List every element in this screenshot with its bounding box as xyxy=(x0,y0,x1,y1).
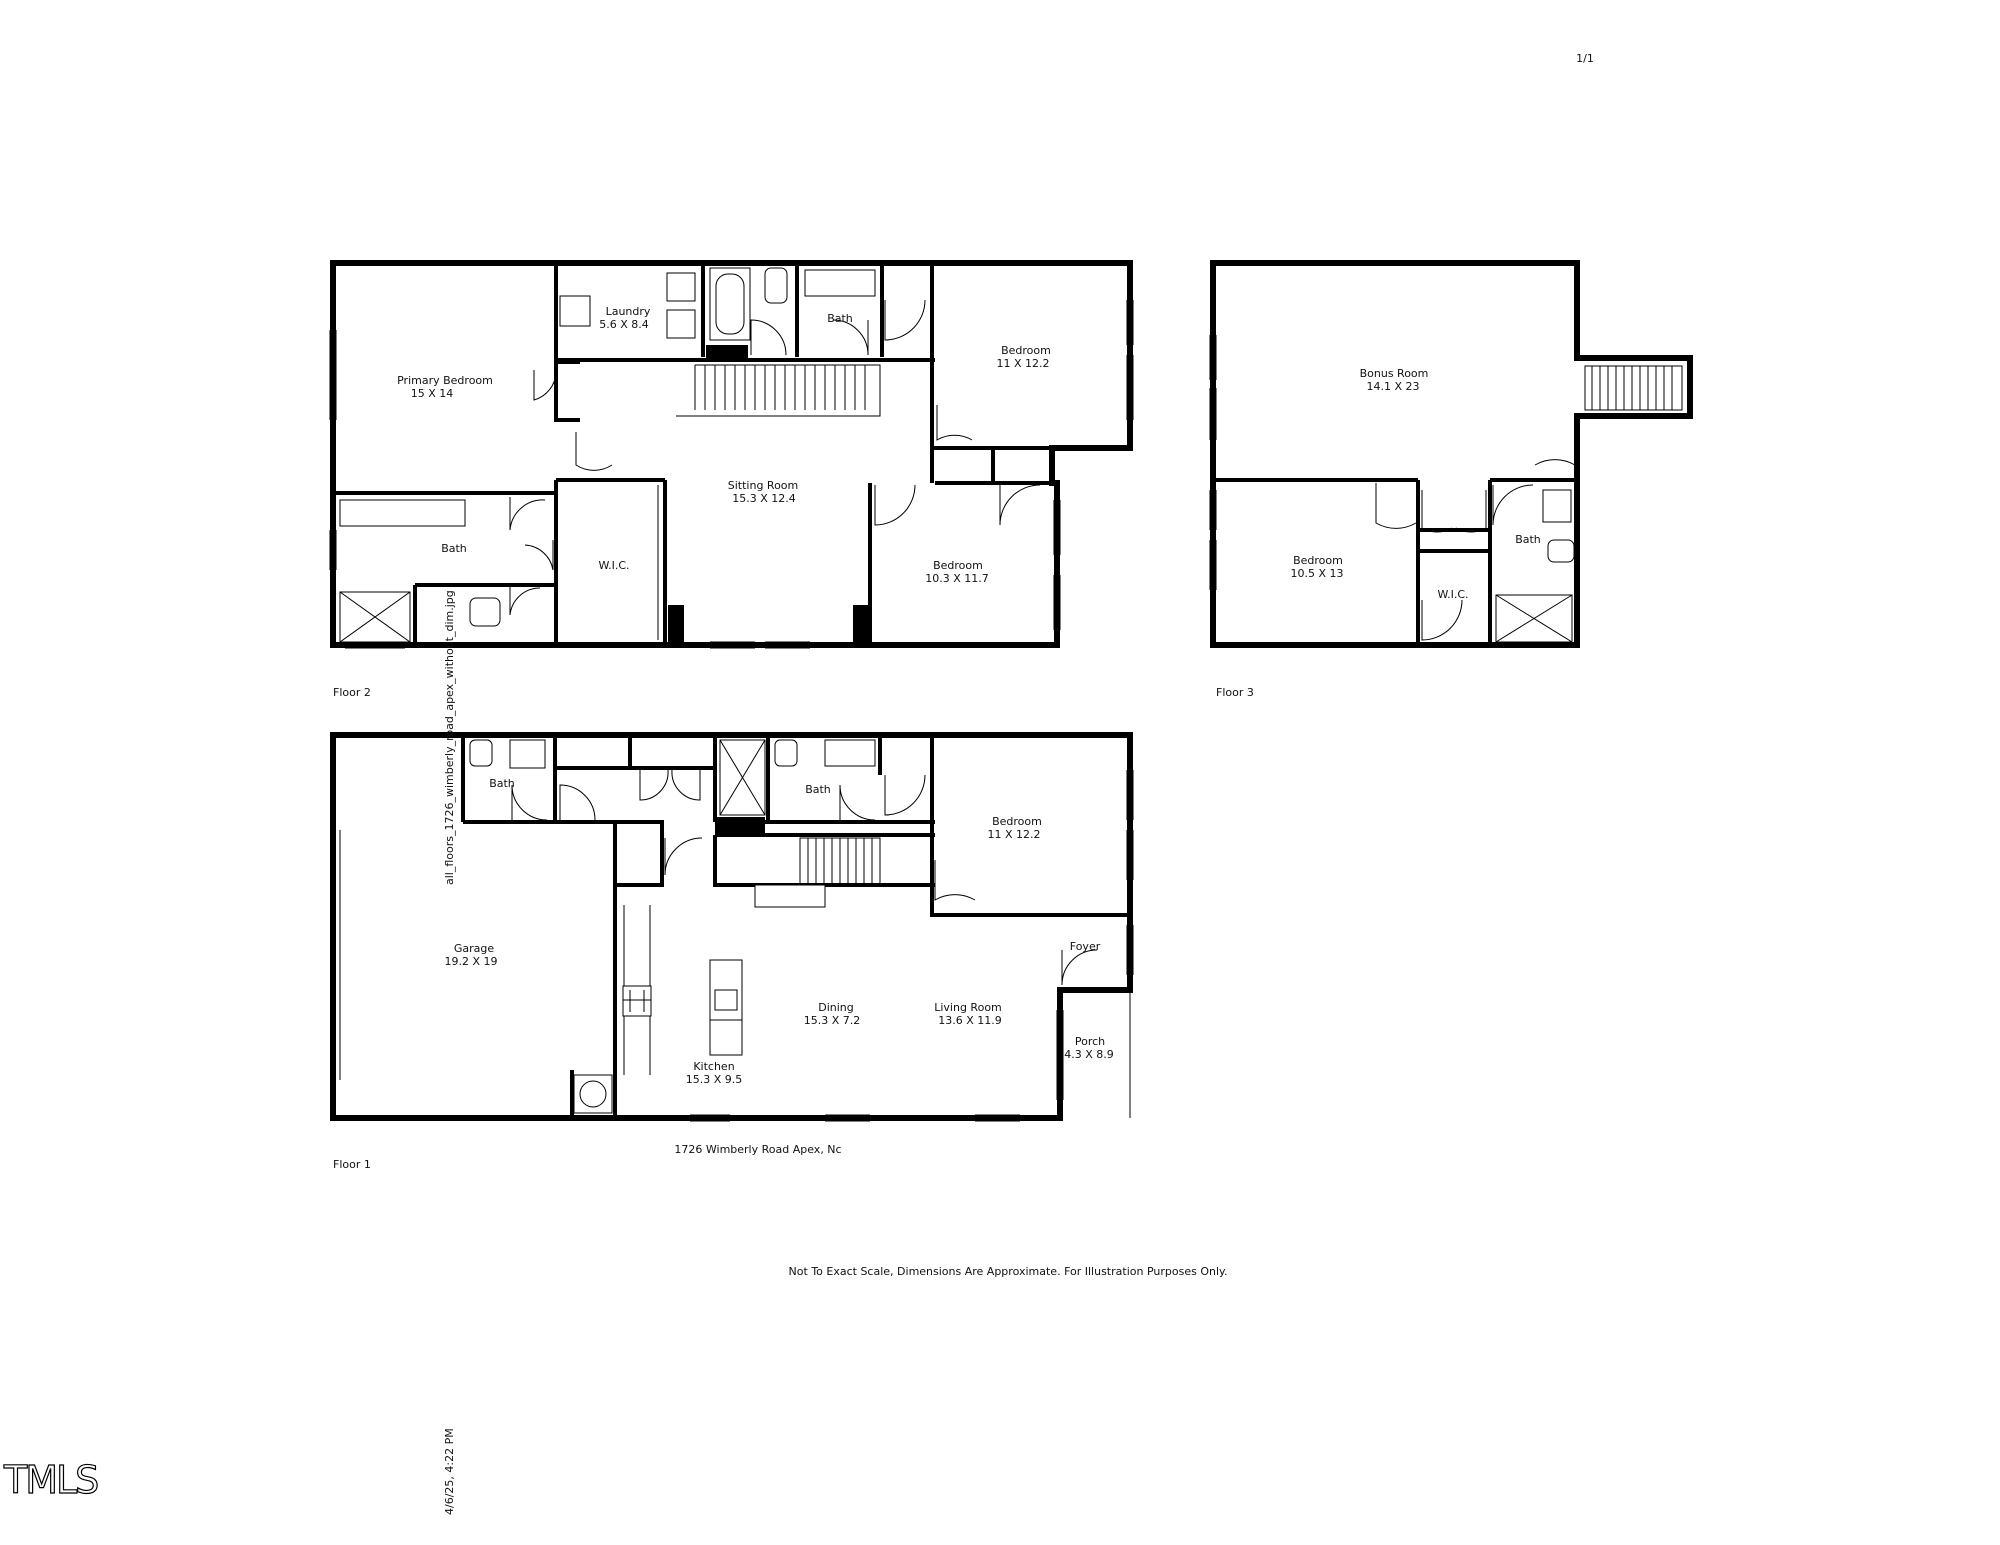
room-wic-name: W.I.C. xyxy=(598,559,629,572)
room-dining-name: Dining xyxy=(818,1001,854,1014)
room-bedroom-upper-dims: 11 X 12.2 xyxy=(996,357,1049,370)
room-bedroom-mid-dims: 10.3 X 11.7 xyxy=(925,572,989,585)
room-garage-dims: 19.2 X 19 xyxy=(444,955,497,968)
room-bedroom-mid-name: Bedroom xyxy=(933,559,983,572)
room-sitting-room-dims: 15.3 X 12.4 xyxy=(732,492,796,505)
floor-2-plan: Primary Bedroom 15 X 14 Laundry 5.6 X 8.… xyxy=(329,260,1134,699)
floor-1-caption: Floor 1 xyxy=(333,1158,371,1171)
floor-3-plan: Bonus Room 14.1 X 23 Bedroom 10.5 X 13 B… xyxy=(1209,260,1693,699)
floor-3-caption: Floor 3 xyxy=(1216,686,1254,699)
room-bonus-room-name: Bonus Room xyxy=(1360,367,1429,380)
room-dining-dims: 15.3 X 7.2 xyxy=(804,1014,861,1027)
room-primary-bedroom-dims: 15 X 14 xyxy=(411,387,454,400)
room-living-room-dims: 13.6 X 11.9 xyxy=(938,1014,1002,1027)
room-bath-f1-right-name: Bath xyxy=(805,783,831,796)
room-bedroom-upper-name: Bedroom xyxy=(1001,344,1051,357)
room-wic-floor3-name: W.I.C. xyxy=(1437,588,1468,601)
room-sitting-room-name: Sitting Room xyxy=(728,479,799,492)
mls-logo: TMLS xyxy=(3,1457,100,1502)
room-porch-name: Porch xyxy=(1075,1035,1105,1048)
page-number: 1/1 xyxy=(1576,52,1594,65)
room-primary-bath-name: Bath xyxy=(441,542,467,555)
room-bedroom-floor3-name: Bedroom xyxy=(1293,554,1343,567)
room-laundry-name: Laundry xyxy=(606,305,651,318)
room-porch-dims: 4.3 X 8.9 xyxy=(1064,1048,1114,1061)
room-bath-upper-name: Bath xyxy=(827,312,853,325)
room-bonus-room-dims: 14.1 X 23 xyxy=(1366,380,1419,393)
room-bedroom-f1-dims: 11 X 12.2 xyxy=(987,828,1040,841)
room-laundry-dims: 5.6 X 8.4 xyxy=(599,318,649,331)
scale-disclaimer: Not To Exact Scale, Dimensions Are Appro… xyxy=(789,1265,1228,1278)
room-bedroom-floor3-dims: 10.5 X 13 xyxy=(1290,567,1343,580)
room-garage-name: Garage xyxy=(454,942,495,955)
room-bath-f1-left-name: Bath xyxy=(489,777,515,790)
room-kitchen-name: Kitchen xyxy=(693,1060,734,1073)
file-name-watermark: all_floors_1726_wimberly_road_apex_witho… xyxy=(443,590,456,885)
room-bedroom-f1-name: Bedroom xyxy=(992,815,1042,828)
timestamp: 4/6/25, 4:22 PM xyxy=(443,1428,456,1515)
property-address: 1726 Wimberly Road Apex, Nc xyxy=(674,1143,841,1156)
room-foyer-name: Foyer xyxy=(1070,940,1101,953)
room-living-room-name: Living Room xyxy=(934,1001,1002,1014)
room-primary-bedroom-name: Primary Bedroom xyxy=(397,374,493,387)
room-bath-floor3-name: Bath xyxy=(1515,533,1541,546)
floor-2-caption: Floor 2 xyxy=(333,686,371,699)
floor-1-plan: Bath Bath Bedroom 11 X 12.2 Garage 19.2 … xyxy=(330,732,1134,1171)
room-kitchen-dims: 15.3 X 9.5 xyxy=(686,1073,743,1086)
